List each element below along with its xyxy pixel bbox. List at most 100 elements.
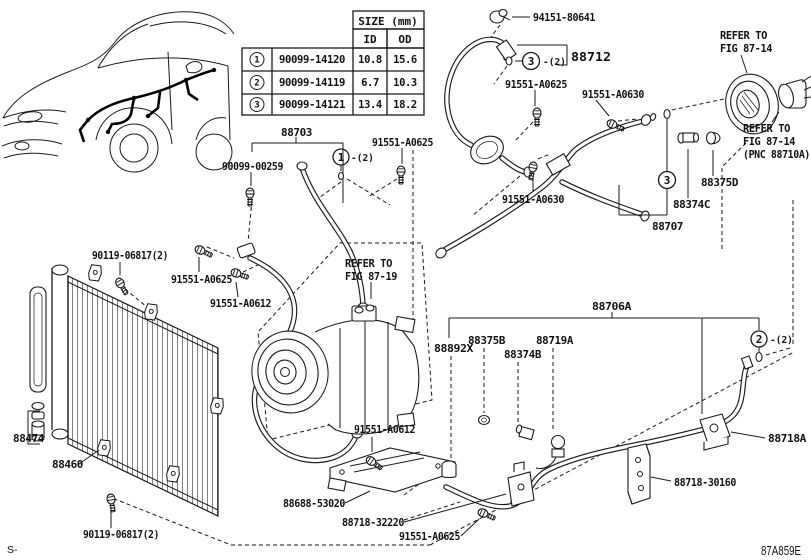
grommet-88375b-drawing (477, 414, 491, 426)
part-label-91551-a0625-pipe: 91551-A0625 (399, 531, 460, 543)
svg-text:15.6: 15.6 (393, 54, 417, 66)
part-label-88719a: 88719A (536, 335, 574, 347)
leader-lines (27, 16, 780, 537)
part-label-91551-a0630-upper: 91551-A0630 (582, 89, 644, 101)
part-label-94151-80641: 94151-80641 (533, 12, 595, 24)
refer-note-fig-87-14-line2: FIG 87-14 (720, 43, 772, 55)
figure-code: 87A859E (761, 543, 801, 558)
part-label-88703: 88703 (281, 127, 312, 139)
part-label-91551-a0625-condenser: 91551-A0625 (171, 274, 232, 286)
svg-text:10.8: 10.8 (358, 54, 382, 66)
bolt-icon (532, 107, 542, 127)
bolt-icon (245, 187, 255, 207)
part-label-90119-06817-upper: 90119-06817(2) (92, 250, 168, 262)
pipe-88706a-drawing (441, 351, 763, 510)
part-label-88374b: 88374B (504, 349, 541, 361)
part-number-cell: 90099-14119 (279, 77, 345, 89)
valve-88374b-drawing (515, 424, 535, 441)
bolt-icon (193, 243, 215, 260)
refer-note-pnc-88710a-line3: (PNC 88710A) (743, 149, 810, 161)
callout-2: 2 -(2) (750, 330, 793, 348)
callout-3-pipe-number: 3 (664, 174, 671, 187)
bracket-88688-53020-drawing (327, 447, 456, 493)
part-label-91551-a0625-tube: 91551-A0625 (372, 137, 433, 149)
part-label-91551-a0612-condenser: 91551-A0612 (210, 298, 271, 310)
callout-1-number: 1 (338, 151, 345, 164)
part-label-88375b: 88375B (468, 335, 505, 347)
size-table-col-od: OD (398, 33, 412, 46)
size-table-col-id: ID (363, 33, 377, 46)
bolt-icon (396, 165, 406, 185)
part-label-88712: 88712 (571, 49, 611, 64)
bolt-icon (105, 492, 118, 514)
part-label-91551-a0630-lower: 91551-A0630 (502, 194, 564, 206)
condenser-clip-icon (86, 262, 105, 284)
callout-2-number: 2 (756, 333, 763, 346)
svg-text:6.7: 6.7 (361, 77, 379, 89)
svg-text:18.2: 18.2 (393, 99, 417, 111)
size-table: SIZE (mm) ID OD 1 90099-14120 10.8 15.6 … (241, 10, 425, 116)
part-number-cell: 90099-14120 (279, 54, 345, 66)
refer-note-fig-87-19-line2: FIG 87-19 (345, 271, 397, 283)
part-label-90099-00259: 90099-00259 (222, 161, 283, 173)
size-table-row: 3 90099-14121 13.4 18.2 (249, 97, 417, 112)
part-label-88375d: 88375D (701, 177, 738, 189)
svg-text:3: 3 (254, 101, 259, 111)
receiver-drier-drawing (29, 286, 47, 442)
pipe-88707-drawing (435, 108, 721, 259)
callout-1: 1 -(2) (332, 148, 374, 166)
part-label-88688-53020: 88688-53020 (283, 498, 345, 510)
part-label-88706a: 88706A (592, 301, 632, 313)
refer-note-fig-87-14-line1: REFER TO (720, 30, 767, 42)
hose-88712-drawing (444, 8, 533, 178)
grommet-88892x-drawing (441, 460, 457, 479)
page-code: S- (7, 544, 18, 556)
tube-connector-88710a-drawing (778, 75, 811, 109)
part-label-88707: 88707 (652, 221, 683, 233)
svg-text:1: 1 (254, 56, 259, 66)
part-label-91551-a0625-hose: 91551-A0625 (505, 79, 567, 91)
callout-3-hose: 3 -(2) (521, 51, 566, 71)
condenser-88460-drawing (29, 262, 227, 517)
sensor-88719a-drawing (535, 434, 566, 469)
magnet-clutch-pulley-drawing (725, 73, 779, 135)
svg-text:10.3: 10.3 (393, 77, 417, 89)
valve-88374c-drawing (677, 132, 700, 144)
bolt-icon (113, 276, 131, 297)
o-ring-drawing (663, 108, 671, 120)
part-label-91551-a0612-bracket: 91551-A0612 (354, 424, 415, 436)
refer-note-pnc-88710a-line1: REFER TO (743, 123, 790, 135)
callout-1-qty: -(2) (351, 153, 374, 164)
clamp-88718-32220-drawing (507, 461, 535, 507)
part-label-88718-30160: 88718-30160 (674, 477, 736, 489)
callout-3-qty: -(2) (543, 57, 566, 68)
size-table-row: 1 90099-14120 10.8 15.6 (249, 52, 417, 67)
ac-harness-highlight (78, 68, 215, 143)
part-label-88460: 88460 (52, 459, 83, 471)
refer-note-pnc-88710a-line2: FIG 87-14 (743, 136, 795, 148)
part-label-88892x: 88892X (434, 343, 474, 355)
callout-2-qty: -(2) (770, 335, 793, 346)
size-table-row: 2 90099-14119 6.7 10.3 (249, 75, 417, 90)
compressor-drawing (251, 304, 420, 435)
refer-note-fig-87-19-line1: REFER TO (345, 258, 392, 270)
part-label-88718a: 88718A (768, 433, 807, 445)
size-table-title: SIZE (mm) (358, 15, 418, 28)
part-label-88474: 88474 (13, 433, 44, 445)
svg-text:2: 2 (254, 79, 259, 89)
callout-3-pipe: 3 (657, 170, 677, 190)
part-label-88374c: 88374C (673, 199, 710, 211)
hose-clip-94151-drawing (489, 8, 511, 24)
part-label-90119-06817-lower: 90119-06817(2) (83, 529, 159, 541)
part-labels: 94151-80641 88712 91551-A0625 91551-A063… (13, 12, 810, 543)
bolt-icon (229, 266, 251, 282)
o-ring-drawing (755, 351, 763, 363)
hose-88703-drawing (236, 161, 369, 464)
part-label-88718-32220: 88718-32220 (342, 517, 404, 529)
svg-text:13.4: 13.4 (358, 99, 382, 111)
part-number-cell: 90099-14121 (279, 99, 345, 111)
vehicle-illustration (1, 11, 235, 173)
bracket-88718-30160-drawing (627, 443, 651, 505)
